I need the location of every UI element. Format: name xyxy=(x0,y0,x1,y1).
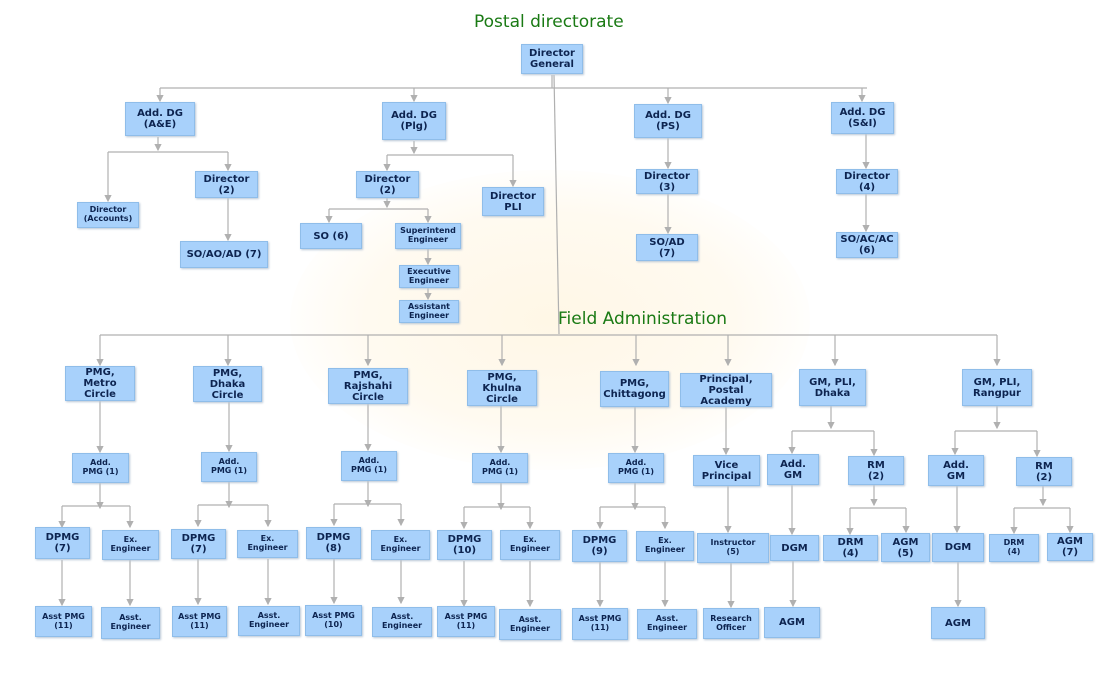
node-asst-pmg-10: Asst PMG (10) xyxy=(305,605,362,636)
node-add-pmg-1-e: Add. PMG (1) xyxy=(608,453,664,483)
node-rm-2-dhaka: RM (2) xyxy=(848,456,904,485)
node-so-ad: SO/AD (7) xyxy=(636,234,698,261)
node-agm-rangpur: AGM xyxy=(931,607,985,639)
node-ex-eng-b: Ex. Engineer xyxy=(237,530,298,558)
node-superintend-engineer: Superintend Engineer xyxy=(395,223,461,249)
node-asst-eng-e: Asst. Engineer xyxy=(637,609,697,639)
node-so-ac-ac: SO/AC/AC (6) xyxy=(836,232,898,258)
node-dpmg-7-b: DPMG (7) xyxy=(171,529,226,559)
node-gm-pli-dhaka: GM, PLI, Dhaka xyxy=(799,369,866,406)
node-add-dg-si: Add. DG (S&I) xyxy=(831,102,894,134)
node-asst-eng-a: Asst. Engineer xyxy=(101,607,160,639)
node-drm-4-dhaka: DRM (4) xyxy=(823,535,878,561)
node-agm-5: AGM (5) xyxy=(881,533,930,562)
connector-line xyxy=(553,74,560,335)
node-add-pmg-1-d: Add. PMG (1) xyxy=(472,453,528,483)
node-agm-dhaka: AGM xyxy=(764,607,820,638)
node-add-gm-dhaka: Add. GM xyxy=(767,454,819,485)
node-pmg-dhaka: PMG, Dhaka Circle xyxy=(193,366,262,402)
node-director-4: Director (4) xyxy=(836,169,898,194)
node-add-dg-plg: Add. DG (Plg) xyxy=(382,102,446,140)
node-pmg-khulna: PMG, Khulna Circle xyxy=(467,370,537,406)
node-director-2-ae: Director (2) xyxy=(195,171,258,198)
node-so-6: SO (6) xyxy=(300,223,362,249)
node-asst-eng-d: Asst. Engineer xyxy=(499,609,561,640)
node-director-3: Director (3) xyxy=(636,169,698,194)
title-postal-directorate: Postal directorate xyxy=(474,12,624,32)
node-research-officer: Research Officer xyxy=(703,608,759,639)
node-dpmg-7-a: DPMG (7) xyxy=(35,527,90,559)
node-drm-4-rangpur: DRM (4) xyxy=(989,534,1039,562)
node-ex-eng-d: Ex. Engineer xyxy=(500,530,560,560)
node-pmg-rajshahi: PMG, Rajshahi Circle xyxy=(328,368,408,404)
node-asst-pmg-11-a: Asst PMG (11) xyxy=(35,606,92,637)
node-add-dg-ae: Add. DG (A&E) xyxy=(125,102,195,136)
title-field-administration: Field Administration xyxy=(558,309,728,329)
node-executive-engineer: Executive Engineer xyxy=(399,265,459,288)
node-gm-pli-rangpur: GM, PLI, Rangpur xyxy=(962,369,1032,406)
node-dpmg-10: DPMG (10) xyxy=(437,530,492,560)
node-asst-pmg-11-b: Asst PMG (11) xyxy=(172,606,227,637)
node-add-pmg-1-b: Add. PMG (1) xyxy=(201,452,257,482)
node-dpmg-9: DPMG (9) xyxy=(572,530,627,562)
node-director-2-plg: Director (2) xyxy=(356,171,419,198)
node-ex-eng-e: Ex. Engineer xyxy=(636,531,694,561)
node-vice-principal: Vice Principal xyxy=(693,455,760,486)
node-dpmg-8: DPMG (8) xyxy=(306,527,361,559)
node-rm-2-rangpur: RM (2) xyxy=(1016,457,1072,486)
node-ex-eng-c: Ex. Engineer xyxy=(371,530,430,560)
node-add-dg-ps: Add. DG (PS) xyxy=(634,104,702,138)
node-add-gm-rangpur: Add. GM xyxy=(928,455,984,486)
node-ex-eng-a: Ex. Engineer xyxy=(102,530,159,560)
node-pmg-metro: PMG, Metro Circle xyxy=(65,366,135,401)
node-so-ao-ad: SO/AO/AD (7) xyxy=(180,241,268,268)
node-principal-academy: Principal, Postal Academy xyxy=(680,373,772,407)
node-asst-eng-c: Asst. Engineer xyxy=(372,607,432,637)
background-watermark xyxy=(290,170,810,470)
node-asst-pmg-11-d: Asst PMG (11) xyxy=(437,606,495,637)
node-instructor-5: Instructor (5) xyxy=(697,533,769,563)
node-add-pmg-1-a: Add. PMG (1) xyxy=(72,453,129,483)
node-assistant-engineer: Assistant Engineer xyxy=(399,300,459,323)
node-agm-7: AGM (7) xyxy=(1047,533,1093,561)
node-director-accounts: Director (Accounts) xyxy=(77,202,139,228)
node-pmg-chittagong: PMG, Chittagong xyxy=(600,371,669,407)
node-dgm-rangpur: DGM xyxy=(932,533,984,562)
node-director-pli: Director PLI xyxy=(482,187,544,216)
node-dgm-dhaka: DGM xyxy=(770,535,819,561)
node-director-general: Director General xyxy=(521,44,583,74)
node-asst-eng-b: Asst. Engineer xyxy=(238,606,300,636)
node-asst-pmg-11-e: Asst PMG (11) xyxy=(572,608,628,640)
node-add-pmg-1-c: Add. PMG (1) xyxy=(341,451,397,481)
